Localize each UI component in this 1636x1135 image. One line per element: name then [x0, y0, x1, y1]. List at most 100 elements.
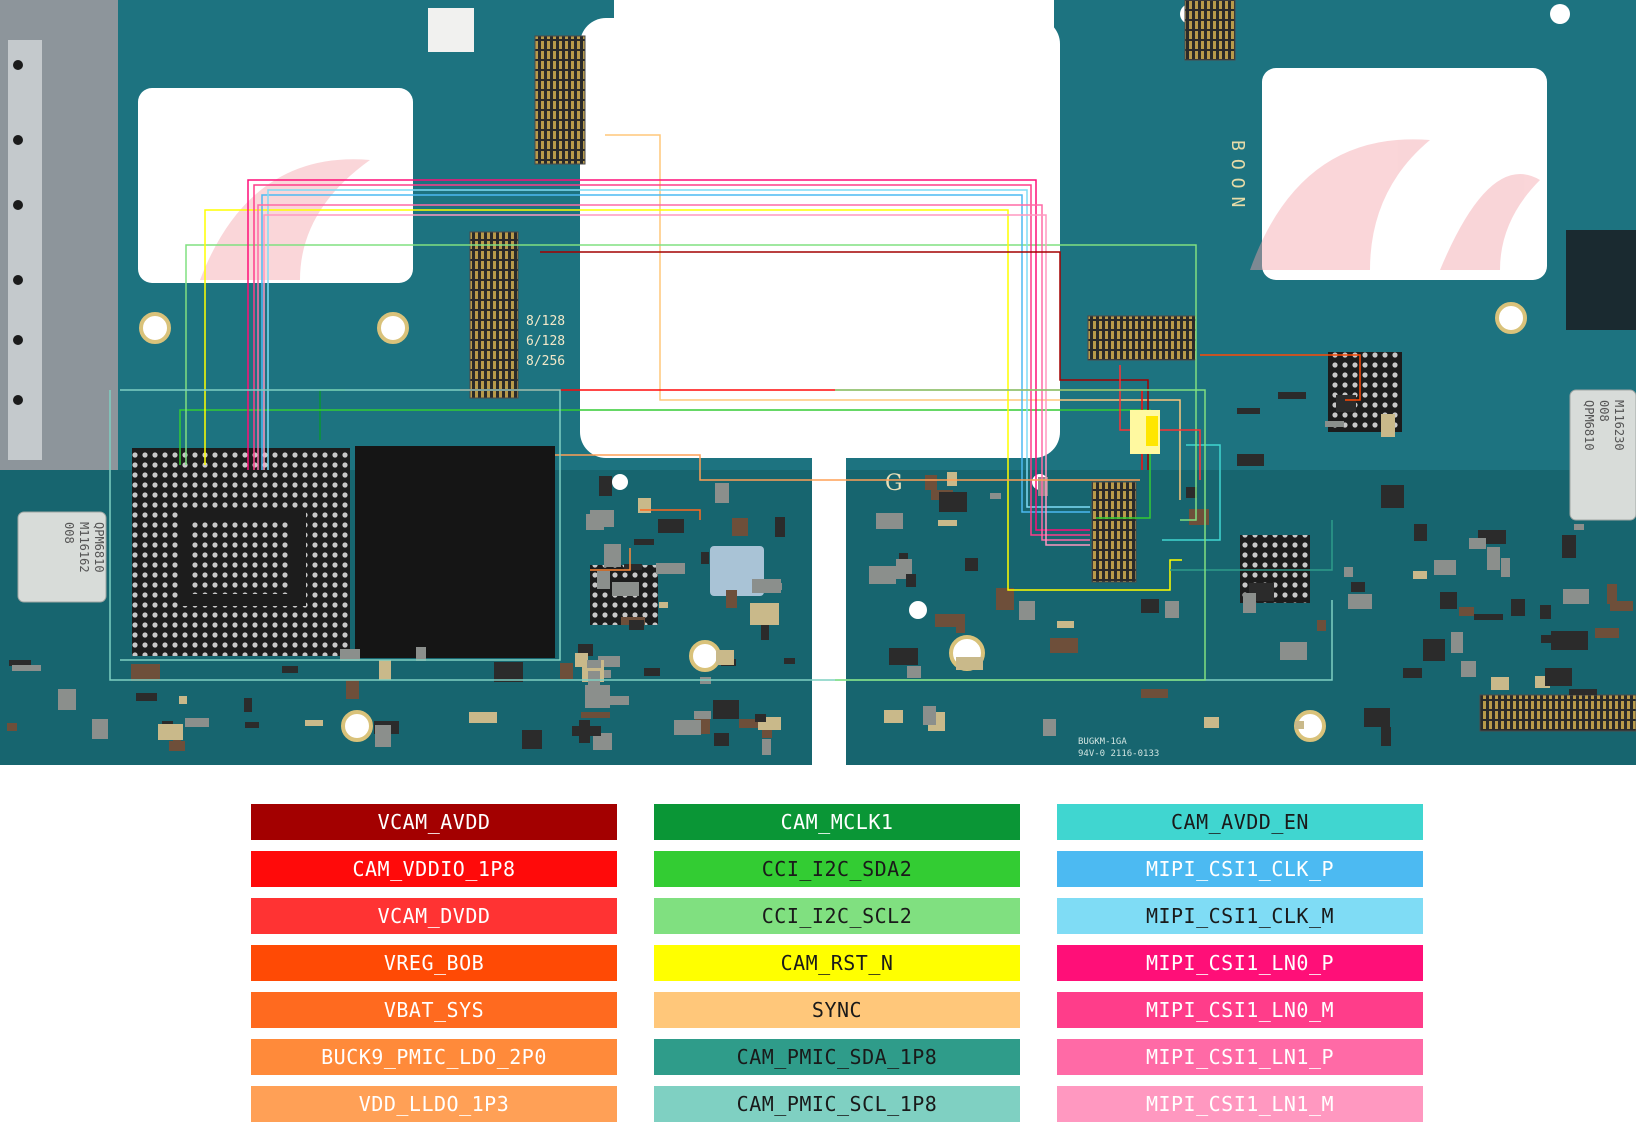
- cert-mark: G: [885, 471, 903, 496]
- smd-part: [1595, 628, 1619, 638]
- smd-part: [9, 660, 31, 666]
- smd-part: [1562, 535, 1576, 558]
- smd-components: [7, 392, 1633, 755]
- legend-item: CCI_I2C_SCL2: [654, 898, 1020, 934]
- trace-buck9: [590, 548, 631, 571]
- pcb-board-svg: QPM6810 M116162 008 QPM6810 008 M116230 …: [0, 0, 1636, 765]
- smd-part: [1344, 567, 1353, 577]
- smd-part: [1574, 524, 1584, 530]
- legend-item: VCAM_DVDD: [251, 898, 617, 934]
- cutout-right: [1262, 68, 1547, 280]
- smd-part: [604, 544, 621, 567]
- smd-part: [923, 706, 936, 725]
- smd-part: [938, 520, 957, 526]
- legend-item: MIPI_CSI1_LN1_M: [1057, 1086, 1423, 1122]
- smd-part: [1237, 408, 1260, 414]
- smd-part: [732, 518, 748, 536]
- smd-part: [169, 741, 185, 751]
- smd-part: [1413, 571, 1427, 579]
- smd-part: [869, 566, 896, 584]
- smd-part: [1434, 560, 1456, 575]
- smd-part: [340, 649, 360, 661]
- legend-item: MIPI_CSI1_CLK_P: [1057, 851, 1423, 887]
- memory-option-2: 6/128: [526, 334, 565, 349]
- smd-part: [1189, 509, 1209, 525]
- smd-part: [644, 668, 660, 676]
- smd-part: [1336, 395, 1356, 412]
- board-code-1: BUGKM-1GA: [1078, 737, 1127, 747]
- legend-item: CAM_PMIC_SDA_1P8: [654, 1039, 1020, 1075]
- smd-part: [1569, 689, 1597, 695]
- smd-part: [282, 666, 298, 673]
- smd-part: [1038, 477, 1048, 496]
- trace-ln1-p: [257, 204, 1090, 541]
- trace-cam-pmic-scl: [109, 390, 1333, 681]
- smd-part: [1317, 620, 1326, 631]
- smd-part: [750, 603, 779, 625]
- pcb-board-diagram: QPM6810 M116162 008 QPM6810 008 M116230 …: [0, 0, 1636, 765]
- smd-part: [907, 666, 921, 678]
- smd-part: [899, 553, 908, 560]
- smd-part: [1280, 642, 1307, 660]
- smd-part: [701, 552, 709, 564]
- smd-part: [560, 663, 573, 679]
- smd-part: [876, 513, 903, 529]
- legend: VCAM_AVDD CAM_VDDIO_1P8 VCAM_DVDD VREG_B…: [251, 804, 1423, 1124]
- trace-misc-2: [835, 389, 1206, 681]
- rf-module-left: QPM6810 M116162 008: [17, 511, 107, 603]
- smd-part: [1541, 635, 1569, 643]
- cutout-center: [580, 18, 1060, 458]
- smd-part: [1278, 392, 1306, 399]
- smd-part: [375, 725, 391, 747]
- rf-module-left-text-2: M116162: [77, 522, 91, 573]
- memory-option-3: 8/256: [526, 354, 565, 369]
- smd-part: [1451, 632, 1463, 653]
- legend-item: MIPI_CSI1_CLK_M: [1057, 898, 1423, 934]
- smd-part: [659, 602, 668, 608]
- smd-part: [1141, 599, 1159, 613]
- soc-bga: [132, 448, 350, 656]
- smd-part: [1563, 589, 1589, 604]
- trace-vbat-sys: [640, 509, 701, 520]
- smd-part: [752, 579, 781, 593]
- legend-item: CCI_I2C_SDA2: [654, 851, 1020, 887]
- signal-traces: [109, 134, 1361, 681]
- smd-part: [587, 660, 601, 668]
- smd-part: [884, 710, 903, 723]
- legend-item: CAM_MCLK1: [654, 804, 1020, 840]
- smd-part: [1348, 594, 1372, 609]
- trace-cam-avdd-en: [1162, 444, 1221, 541]
- smd-part: [1141, 689, 1168, 698]
- smd-part: [935, 614, 956, 627]
- rf-module-left-text-1: QPM6810: [92, 522, 106, 573]
- smd-part: [694, 711, 711, 719]
- legend-item: VDD_LLDO_1P3: [251, 1086, 617, 1122]
- smd-part: [956, 614, 965, 633]
- smd-part: [889, 648, 918, 665]
- memory-option-1: 8/128: [526, 314, 565, 329]
- smd-part: [1186, 487, 1197, 498]
- smd-part: [494, 662, 523, 682]
- smd-part: [1423, 639, 1445, 661]
- smd-part: [522, 730, 542, 749]
- trace-vreg-bob: [1200, 354, 1361, 401]
- legend-item: MIPI_CSI1_LN0_M: [1057, 992, 1423, 1028]
- smd-part: [1050, 638, 1078, 653]
- smd-part: [179, 696, 187, 704]
- smd-part: [762, 730, 772, 738]
- legend-item: CAM_RST_N: [654, 945, 1020, 981]
- smd-part: [1043, 719, 1056, 736]
- smd-part: [158, 724, 183, 740]
- smd-part: [136, 693, 157, 701]
- trace-ln1-m: [263, 214, 1090, 546]
- smd-part: [601, 696, 629, 705]
- smd-part: [990, 493, 1001, 499]
- board-code-2: 94V-0 2116-0133: [1078, 749, 1159, 759]
- trace-cam-pmic-sda: [1170, 520, 1333, 571]
- smd-part: [939, 492, 967, 512]
- smd-part: [612, 582, 639, 596]
- legend-item: CAM_AVDD_EN: [1057, 804, 1423, 840]
- smd-part: [1325, 421, 1344, 427]
- smd-part: [579, 720, 590, 743]
- trace-clk-m: [267, 189, 1090, 508]
